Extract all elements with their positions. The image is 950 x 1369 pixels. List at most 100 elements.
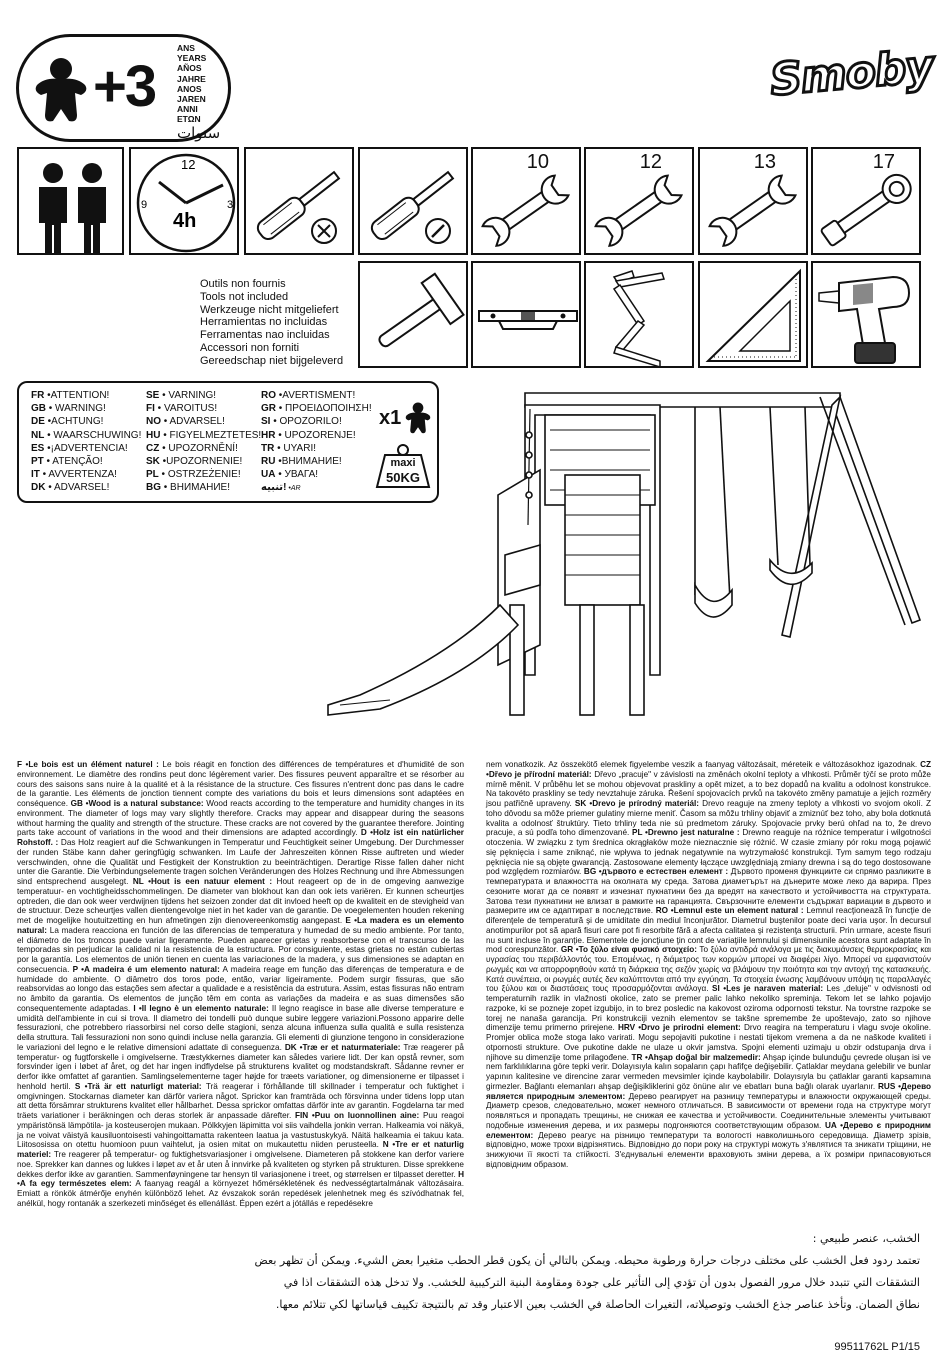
tools-note-line: Accessori non forniti: [200, 341, 300, 354]
wrench-icon: [594, 174, 683, 247]
warning-line: PL • OSTRZEŻENIE!: [146, 469, 241, 481]
wood-notice-paragraph: nem vonatkozik. Az összekötő elemek figy…: [486, 760, 932, 1169]
warning-line: HR • UPOZORENJE!: [261, 429, 356, 441]
arabic-line: نطاق الضمان. وتأخذ عناصر جذع الخشب وتوصي…: [275, 1298, 920, 1311]
tool-spirit-level: [471, 261, 581, 368]
warning-column: SE • VARNING! FI • VAROITUS! NO • ADVARS…: [146, 389, 261, 495]
warning-line: UA • УВАГА!: [261, 469, 319, 481]
warning-line: RO •AVERTISMENT!: [261, 390, 356, 401]
warning-line: NL • WAARSCHUWING!: [31, 429, 142, 441]
spirit-level-icon: [478, 310, 578, 330]
warning-line: تنبيه! •AR: [261, 482, 301, 494]
tool-set-square: [698, 261, 808, 368]
age-word: ANNI: [177, 104, 198, 115]
warning-line: PT • ATENÇÃO!: [31, 456, 103, 468]
hammer-icon: [378, 272, 465, 348]
arabic-line: تعتمد ردود فعل الخشب على مختلف درجات حرا…: [254, 1254, 920, 1267]
playset-illustration: [327, 392, 922, 716]
age-word: ΕΤΩΝ: [177, 114, 201, 125]
brand-logo: Smoby: [767, 39, 937, 107]
age-plus-three: +3: [93, 54, 157, 119]
wrench-icon: [708, 174, 797, 247]
clock-number: 9: [141, 199, 147, 211]
warning-line: DE •ACHTUNG!: [31, 416, 104, 428]
set-square-icon: [705, 268, 801, 362]
max-weight-word: maxi: [390, 457, 416, 469]
age-word: AÑOS: [177, 63, 202, 74]
wood-notice-paragraph: F •Le bois est un élément naturel : Le b…: [17, 760, 464, 1208]
arabic-line: التشققات التي تتبدد خلال مرور الفصول بدو…: [283, 1276, 920, 1289]
age-word: ANS: [177, 43, 195, 53]
clock-icon: 12 3 9 4h: [136, 153, 236, 253]
tool-clock: 12 3 9 4h: [129, 147, 239, 255]
wrench-size-label: 17: [872, 151, 895, 173]
wrench-icon: [481, 174, 570, 247]
tools-note-line: Ferramentas nao incluidas: [200, 329, 330, 342]
warning-box: FR •ATTENTION! GB • WARNING! DE •ACHTUNG…: [17, 381, 439, 503]
warning-line: FI • VAROITUS!: [146, 403, 218, 415]
max-weight-icon: maxi 50KG: [375, 443, 431, 489]
wood-notice-right: nem vonatkozik. Az összekötő elemek figy…: [486, 760, 931, 1170]
wood-notice-left: F •Le bois est un élément naturel : Le b…: [17, 760, 464, 1209]
tools-not-included-note: Outils non fournis Tools not included We…: [200, 278, 365, 368]
age-badge: +3 ANS YEARS AÑOS JAHRE ANOS JAREN ANNI …: [16, 34, 231, 142]
warning-line: FR •ATTENTION!: [31, 390, 110, 401]
warning-line: ES •¡ADVERTENCIA!: [31, 442, 128, 454]
tools-note-line: Outils non fournis: [200, 278, 286, 290]
tool-wrench-13: 13: [698, 147, 808, 255]
warning-line: SE • VARNING!: [146, 390, 216, 401]
child-silhouette-icon: [35, 58, 87, 122]
warning-line: TR • UYARI!: [261, 442, 316, 454]
age-words: ANS YEARS AÑOS JAHRE ANOS JAREN ANNI ΕΤΩ…: [177, 43, 237, 143]
tool-flat-screwdriver: [358, 147, 468, 255]
warning-line: BG • ВНИМАНИЕ!: [146, 482, 230, 494]
folding-ruler-icon: [612, 270, 665, 366]
tool-cordless-drill: [811, 261, 921, 368]
tools-note-line: Gereedschap niet bijgeleverd: [200, 354, 344, 367]
cordless-drill-icon: [818, 275, 911, 364]
warning-column: RO •AVERTISMENT! GR • ΠΡΟΕΙΔΟΠΟΙΗΣΗ! SI …: [261, 389, 372, 496]
tools-note-line: Werkzeuge nicht mitgeliefert: [200, 303, 339, 316]
wrench-size-label: 13: [753, 151, 776, 173]
one-child-icon: [405, 402, 431, 434]
flat-screwdriver-icon: [370, 170, 455, 244]
age-word: JAREN: [177, 94, 206, 105]
age-word: ANOS: [177, 83, 202, 94]
warning-line: GB • WARNING!: [31, 403, 106, 415]
page-reference: 99511762L P1/15: [834, 1341, 920, 1353]
tool-hammer: [358, 261, 468, 368]
warning-line: SK •UPOZORNENIE!: [146, 456, 243, 468]
two-persons-icon: [39, 163, 106, 253]
warning-line: RU •ВНИМАНИЕ!: [261, 456, 342, 468]
socket-wrench-icon: [820, 173, 912, 247]
warning-line: NO • ADVARSEL!: [146, 416, 225, 428]
max-users-label: x1: [379, 407, 402, 429]
wood-notice-arabic: الخشب، عنصر طبيعي : تعتمد ردود فعل الخشب…: [180, 1228, 920, 1316]
warning-line: SI • OPOZORILO!: [261, 416, 342, 428]
age-word-arabic: سنوات: [177, 124, 221, 142]
arabic-line: الخشب، عنصر طبيعي :: [812, 1232, 920, 1245]
clock-number: 3: [227, 199, 233, 211]
warning-line: GR • ΠΡΟΕΙΔΟΠΟΙΗΣΗ!: [261, 403, 372, 415]
age-word: JAHRE: [177, 73, 206, 84]
tool-folding-ruler: [584, 261, 694, 368]
tool-wrench-12: 12: [584, 147, 694, 255]
wrench-size-label: 12: [639, 151, 662, 173]
warning-line: CZ • UPOZORNĚNÍ!: [146, 442, 238, 454]
tools-note-line: Herramientas no incluidas: [200, 316, 328, 329]
tool-wrench-10: 10: [471, 147, 581, 255]
clock-duration: 4h: [173, 210, 196, 232]
max-weight-value: 50KG: [386, 470, 420, 485]
warning-column: FR •ATTENTION! GB • WARNING! DE •ACHTUNG…: [31, 389, 141, 495]
tool-socket-wrench-17: 17: [811, 147, 921, 255]
tool-phillips-screwdriver: [244, 147, 354, 255]
warning-line: DK • ADVARSEL!: [31, 482, 110, 494]
tool-two-persons: [17, 147, 124, 255]
warning-line: IT • AVVERTENZA!: [31, 469, 117, 481]
age-word: YEARS: [177, 53, 207, 64]
phillips-screwdriver-icon: [256, 170, 341, 244]
tools-note-line: Tools not included: [200, 290, 289, 303]
clock-number: 12: [181, 157, 195, 172]
warning-line: HU • FIGYELMEZTETES!: [146, 429, 262, 441]
wrench-size-label: 10: [526, 151, 549, 173]
